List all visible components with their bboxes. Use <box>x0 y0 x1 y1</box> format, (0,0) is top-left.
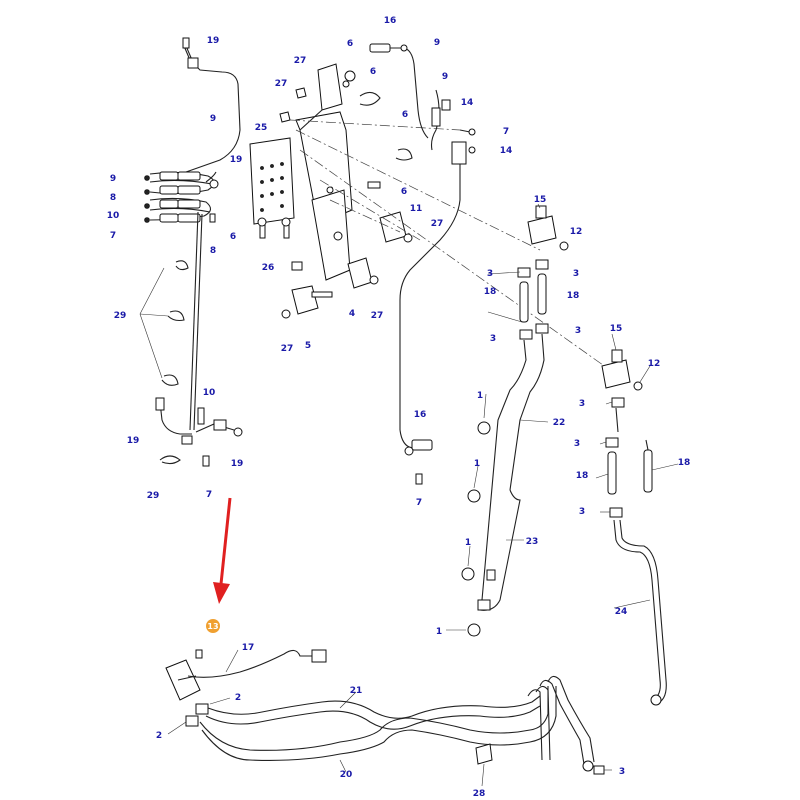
callout-label: 10 <box>203 388 216 398</box>
callout-label: 7 <box>503 127 509 137</box>
callout-label: 20 <box>340 770 353 780</box>
callout-label: 8 <box>210 246 216 256</box>
callout-label: 7 <box>416 498 422 508</box>
callout-label: 27 <box>275 79 288 89</box>
callout-label: 18 <box>576 471 589 481</box>
callout-label: 27 <box>294 56 307 66</box>
center-mounting-brackets <box>249 63 413 319</box>
callout-label: 6 <box>402 110 408 120</box>
callout-label: 10 <box>107 211 120 221</box>
callout-label: 14 <box>461 98 474 108</box>
callout-label: 18 <box>567 291 580 301</box>
callout-label: 25 <box>255 123 268 133</box>
callout-label: 9 <box>442 72 448 82</box>
callout-label: 3 <box>487 269 493 279</box>
highlighted-part-13-marker[interactable]: 13 <box>206 619 220 633</box>
callout-label: 18 <box>678 458 691 468</box>
callout-label: 3 <box>575 326 581 336</box>
callout-label: 6 <box>347 39 353 49</box>
callout-label: 27 <box>281 344 294 354</box>
callout-label: 6 <box>401 187 407 197</box>
callout-label: 3 <box>573 269 579 279</box>
callout-label: 19 <box>127 436 140 446</box>
callout-label: 3 <box>579 507 585 517</box>
callout-label: 3 <box>619 767 625 777</box>
callout-label: 9 <box>110 174 116 184</box>
callout-label: 27 <box>371 311 384 321</box>
callout-label: 19 <box>207 36 220 46</box>
bottom-hose-assembly <box>165 649 605 775</box>
callout-label: 11 <box>410 204 423 214</box>
callout-label: 16 <box>384 16 397 26</box>
callout-label: 14 <box>500 146 513 156</box>
callout-label: 1 <box>436 627 442 637</box>
callout-label: 16 <box>414 410 427 420</box>
callout-label: 3 <box>490 334 496 344</box>
alignment-centerlines <box>289 119 611 371</box>
callout-label: 15 <box>610 324 623 334</box>
callout-label: 2 <box>235 693 241 703</box>
center-sensor-cables <box>369 43 476 485</box>
callout-label: 9 <box>210 114 216 124</box>
callout-label: 27 <box>431 219 444 229</box>
callout-label: 19 <box>230 155 243 165</box>
part-number-labels: 19 9 19 9 8 10 7 8 29 10 19 19 29 7 27 6… <box>107 16 691 799</box>
callout-label: 24 <box>615 607 628 617</box>
right-pipe-assembly <box>461 205 667 706</box>
callout-label: 1 <box>477 391 483 401</box>
leader-lines <box>139 203 679 787</box>
callout-label: 29 <box>114 311 127 321</box>
callout-label: 6 <box>230 232 236 242</box>
red-indicator-arrow <box>213 497 232 604</box>
callout-label: 4 <box>349 309 355 319</box>
callout-label: 9 <box>434 38 440 48</box>
callout-label: 12 <box>570 227 583 237</box>
callout-label: 3 <box>579 399 585 409</box>
callout-label: 23 <box>526 537 539 547</box>
callout-label: 17 <box>242 643 255 653</box>
callout-label: 26 <box>262 263 275 273</box>
highlighted-part-number: 13 <box>207 622 218 631</box>
callout-label: 15 <box>534 195 547 205</box>
callout-label: 1 <box>465 538 471 548</box>
callout-label: 28 <box>473 789 486 799</box>
callout-label: 29 <box>147 491 160 501</box>
callout-label: 7 <box>206 490 212 500</box>
callout-label: 3 <box>574 439 580 449</box>
callout-label: 5 <box>305 341 311 351</box>
callout-label: 8 <box>110 193 116 203</box>
callout-label: 18 <box>484 287 497 297</box>
callout-label: 21 <box>350 686 363 696</box>
callout-label: 2 <box>156 731 162 741</box>
left-sensor-harness <box>144 37 243 467</box>
callout-label: 12 <box>648 359 661 369</box>
callout-label: 22 <box>553 418 566 428</box>
callout-label: 1 <box>474 459 480 469</box>
callout-label: 6 <box>370 67 376 77</box>
callout-label: 7 <box>110 231 116 241</box>
callout-label: 19 <box>231 459 244 469</box>
